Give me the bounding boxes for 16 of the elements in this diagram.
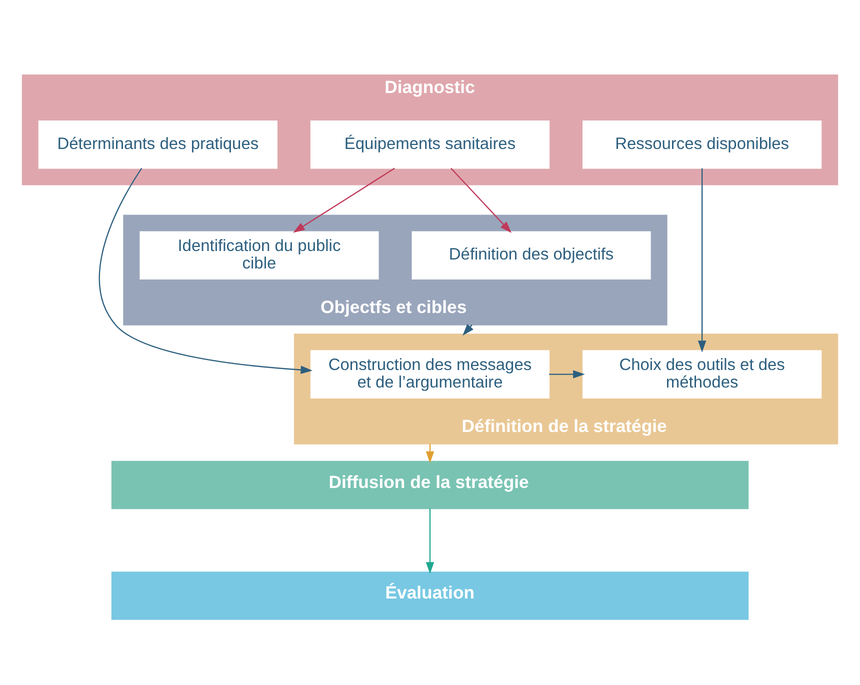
node-box: Déterminants des pratiques	[38, 120, 278, 169]
arrow	[450, 168, 512, 234]
node-box: Ressources disponibles	[582, 120, 822, 169]
arrow	[293, 168, 395, 233]
node-box: Évaluation	[111, 572, 749, 620]
arrow	[698, 168, 706, 352]
arrow	[99, 168, 313, 374]
node-box: Identification du public cible	[140, 231, 379, 280]
arrow	[462, 324, 474, 336]
node-box: Équipements sanitaires	[310, 120, 550, 169]
node-box: Construction des messages et de l’argumentaire	[310, 350, 550, 398]
arrow	[549, 370, 585, 378]
node-box: Définition des objectifs	[412, 231, 651, 280]
node-box: Choix des outils et des méthodes	[582, 350, 822, 398]
arrow	[426, 508, 434, 574]
node-box: Diffusion de la stratégie	[111, 460, 749, 510]
